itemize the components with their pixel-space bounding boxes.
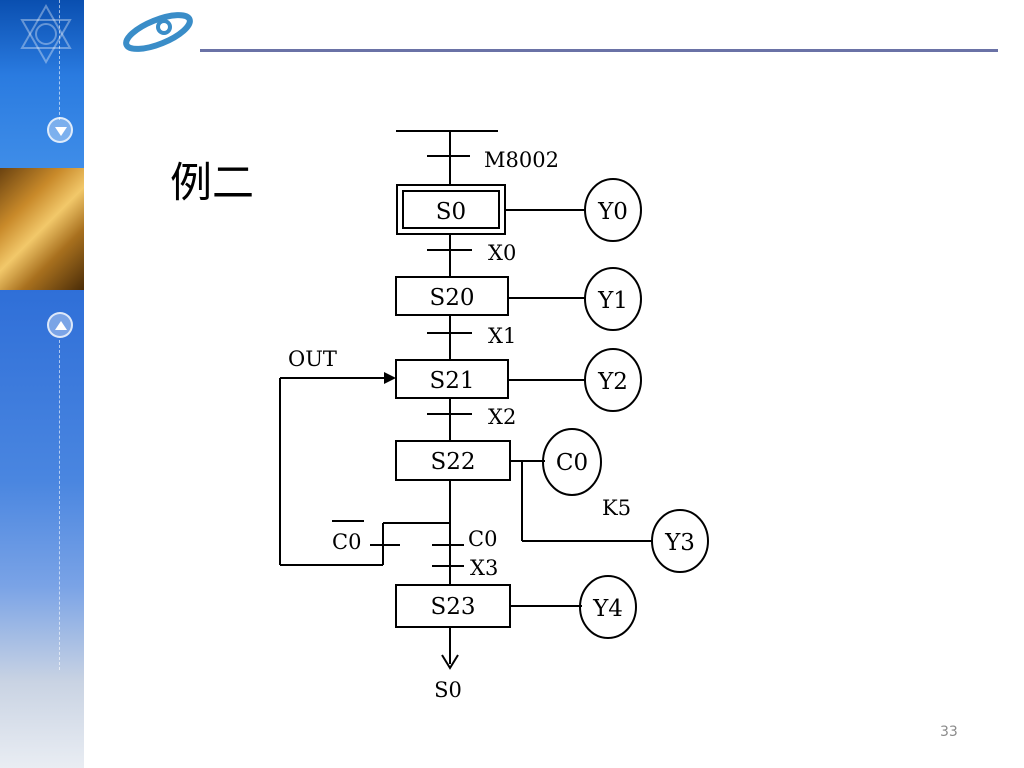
sidebar-bottom-panel: [0, 290, 84, 768]
end-label: S0: [434, 678, 462, 702]
step-box: [395, 276, 509, 316]
step-label: S21: [429, 368, 474, 394]
action-timer: [542, 428, 602, 496]
sidebar-dashed-line: [59, 340, 60, 670]
sidebar-dashed-line: [59, 0, 60, 120]
scroll-down-icon[interactable]: [47, 117, 73, 143]
action-coil: [584, 348, 642, 412]
output-label: C0: [556, 450, 588, 476]
slide-title: 例二: [170, 158, 255, 207]
star-pattern-icon: [20, 3, 72, 65]
step-label: S0: [436, 199, 466, 225]
sidebar-top-panel: [0, 0, 84, 168]
output-label: Y2: [597, 369, 628, 395]
end-arrow-icon: [441, 654, 459, 670]
transition-label: X3: [470, 556, 498, 580]
sfc-diagram: S0 S20 S21 S22 S23 Y0 Y1 Y2 C0 Y3 Y4 M80…: [279, 130, 709, 702]
sidebar-photo-panel: [0, 168, 84, 290]
output-label: Y3: [664, 530, 695, 556]
output-label: Y0: [597, 199, 628, 225]
branch-label: C0: [468, 527, 497, 551]
branch-label: C0: [332, 530, 361, 554]
scroll-up-icon[interactable]: [47, 312, 73, 338]
transition-label: X2: [488, 405, 516, 429]
step-label: S22: [430, 449, 475, 475]
transition-label: X0: [488, 241, 516, 265]
transition-label: M8002: [484, 148, 559, 172]
action-coil: [584, 267, 642, 331]
output-label: Y4: [592, 596, 623, 622]
step-box-initial-inner: [402, 190, 500, 229]
loop-label: OUT: [288, 347, 337, 371]
loop-arrow-icon: [384, 372, 396, 384]
transition-label: X1: [488, 324, 516, 348]
page-number: 33: [940, 724, 958, 740]
action-coil: [584, 178, 642, 242]
header-rule: [200, 49, 998, 52]
timer-constant-label: K5: [602, 496, 631, 520]
action-coil: [651, 509, 709, 573]
step-label: S23: [430, 594, 475, 620]
step-label: S20: [429, 285, 474, 311]
output-label: Y1: [597, 288, 628, 314]
ring-logo-icon: [120, 8, 196, 58]
sidebar-decoration: [0, 0, 84, 768]
action-coil: [579, 575, 637, 639]
